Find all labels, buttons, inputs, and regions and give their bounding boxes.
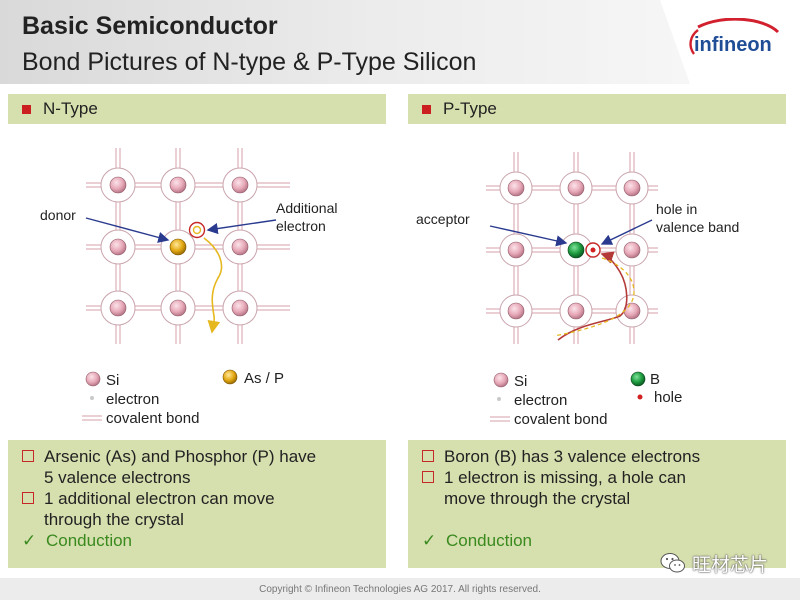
donor-arrow <box>85 217 170 243</box>
legend-electron-label: electron <box>106 391 159 408</box>
bullet-item: Boron (B) has 3 valence electrons <box>422 446 776 467</box>
wechat-icon <box>660 553 685 573</box>
checkbox-bullet-icon <box>22 450 34 462</box>
n-type-panel-header: N-Type <box>8 94 386 124</box>
si-atom <box>623 179 641 197</box>
legend-dopant-icon <box>222 369 238 385</box>
electron-core <box>192 225 202 235</box>
si-atom <box>231 176 249 194</box>
bullet-square-icon <box>22 104 31 114</box>
additional-label-2: electron <box>276 218 326 234</box>
p-type-heading: P-Type <box>443 99 497 118</box>
si-atom <box>231 299 249 317</box>
legend-si-icon <box>493 372 509 388</box>
legend-dopant-icon <box>630 371 646 387</box>
bullet-square-icon <box>422 104 431 114</box>
silicon-atoms <box>507 179 641 320</box>
si-atom <box>169 176 187 194</box>
legend-hole-icon <box>637 394 643 400</box>
si-atom <box>169 299 187 317</box>
bullet-text: move through the crystal <box>444 489 631 508</box>
n-type-info-box: Arsenic (As) and Phosphor (P) have 5 val… <box>8 440 386 568</box>
n-type-heading: N-Type <box>43 99 98 118</box>
bullet-item: 1 electron is missing, a hole can move t… <box>422 467 776 509</box>
acceptor-arrow <box>489 225 568 247</box>
conclusion-text: Conduction <box>446 531 533 550</box>
copyright-text: Copyright © Infineon Technologies AG 201… <box>259 583 541 595</box>
hole-arrow <box>600 219 653 245</box>
footer: Copyright © Infineon Technologies AG 201… <box>0 578 800 600</box>
donor-atom <box>169 238 187 256</box>
acceptor-label: acceptor <box>416 211 470 227</box>
hole-path <box>557 251 628 341</box>
legend-si-label: Si <box>514 373 527 390</box>
header-band <box>0 0 690 84</box>
checkmark-icon: ✓ <box>422 531 437 550</box>
additional-label-1: Additional <box>276 200 338 216</box>
si-atom <box>623 241 641 259</box>
bullet-text: through the crystal <box>44 510 184 529</box>
legend-dopant-label: B <box>650 371 660 388</box>
p-type-info-box: Boron (B) has 3 valence electrons 1 elec… <box>408 440 786 568</box>
bullet-text: Boron (B) has 3 valence electrons <box>444 447 701 466</box>
checkbox-bullet-icon <box>22 492 34 504</box>
si-atom <box>231 238 249 256</box>
si-atom <box>109 238 127 256</box>
watermark-text: 旺材芯片 <box>692 554 769 576</box>
infineon-logo: infineon <box>689 18 780 56</box>
checkbox-bullet-icon <box>422 471 434 483</box>
legend-si-label: Si <box>106 372 119 389</box>
p-legend: Si B electron hole covalent bond <box>490 371 682 428</box>
p-type-panel-header: P-Type <box>408 94 786 124</box>
legend-electron-icon <box>90 396 94 400</box>
si-atom <box>567 302 585 320</box>
legend-dopant-label: As / P <box>244 370 284 387</box>
si-atom <box>507 302 525 320</box>
bullet-text: 1 additional electron can move <box>44 489 275 508</box>
svg-text:infineon: infineon <box>694 34 772 56</box>
conclusion-row: ✓ Conduction <box>22 530 376 552</box>
electron-arrow <box>206 219 277 235</box>
n-legend: Si As / P electron covalent bond <box>82 369 284 427</box>
conclusion-row: ✓ Conduction <box>422 530 776 552</box>
bullet-item: Arsenic (As) and Phosphor (P) have 5 val… <box>22 446 376 488</box>
bullet-text: 5 valence electrons <box>44 468 191 487</box>
silicon-atoms <box>109 176 249 317</box>
donor-label: donor <box>40 207 76 223</box>
si-atom <box>109 299 127 317</box>
hole-label-2: valence band <box>656 219 739 235</box>
si-atom <box>507 179 525 197</box>
si-atom <box>109 176 127 194</box>
checkbox-bullet-icon <box>422 450 434 462</box>
legend-si-icon <box>85 371 101 387</box>
electron-exchange-path <box>553 257 635 337</box>
additional-electron-icon <box>188 221 206 239</box>
legend-bond-label: covalent bond <box>106 410 199 427</box>
legend-electron-label: electron <box>514 392 567 409</box>
hole-label-1: hole in <box>656 201 697 217</box>
bullet-item: 1 additional electron can move through t… <box>22 488 376 530</box>
electron-path <box>203 237 223 334</box>
bullet-text: 1 electron is missing, a hole can <box>444 468 686 487</box>
acceptor-atom <box>567 241 585 259</box>
page-title: Basic Semiconductor <box>22 12 278 40</box>
bullet-text: Arsenic (As) and Phosphor (P) have <box>44 447 317 466</box>
hole-core <box>590 247 596 253</box>
page-subtitle: Bond Pictures of N-type & P-Type Silicon <box>22 48 477 76</box>
watermark: 旺材芯片 <box>660 548 792 578</box>
si-atom <box>567 179 585 197</box>
checkmark-icon: ✓ <box>22 531 37 550</box>
conclusion-text: Conduction <box>46 531 133 550</box>
legend-electron-icon <box>497 397 501 401</box>
si-atom <box>507 241 525 259</box>
n-type-lattice-diagram: donor Additional electron Si As / P elec… <box>40 148 338 427</box>
p-type-lattice-diagram: acceptor hole in valence band Si B elect… <box>416 152 739 428</box>
legend-hole-label: hole <box>654 389 682 406</box>
legend-bond-label: covalent bond <box>514 411 607 428</box>
